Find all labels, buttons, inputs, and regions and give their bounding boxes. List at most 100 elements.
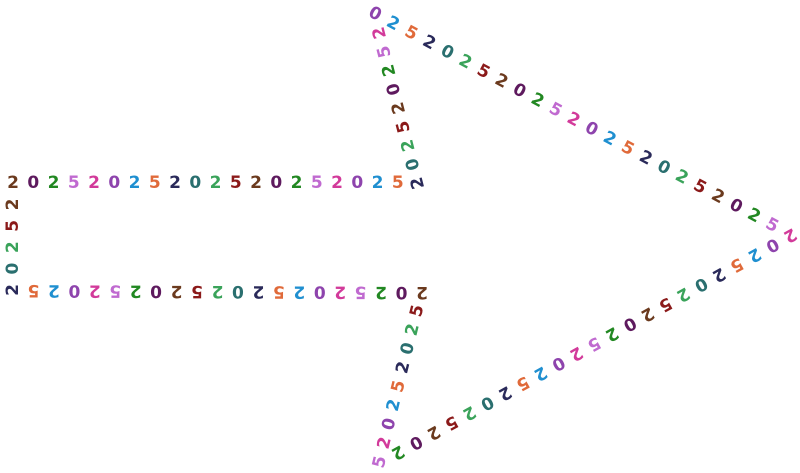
digit-glyph: 2 bbox=[252, 281, 264, 301]
digit-glyph: 2 bbox=[744, 204, 764, 227]
digit-glyph: 5 bbox=[388, 378, 410, 394]
digit-glyph: 2 bbox=[566, 342, 586, 365]
digit-glyph: 2 bbox=[212, 281, 224, 301]
digit-glyph: 2 bbox=[293, 281, 305, 301]
digit-glyph: 2 bbox=[708, 185, 728, 208]
digit-glyph: 2 bbox=[673, 283, 693, 306]
digit-glyph: 0 bbox=[232, 281, 244, 301]
digit-glyph: 0 bbox=[351, 173, 363, 193]
digit-glyph: 2 bbox=[130, 281, 142, 301]
digit-glyph: 2 bbox=[383, 397, 405, 413]
digit-glyph: 2 bbox=[369, 25, 391, 41]
digit-glyph: 5 bbox=[28, 280, 40, 300]
digit-glyph: 5 bbox=[109, 280, 121, 300]
digit-glyph: 0 bbox=[189, 173, 201, 193]
digit-glyph: 5 bbox=[513, 371, 533, 394]
digit-glyph: 2 bbox=[600, 127, 620, 150]
digit-glyph: 5 bbox=[355, 282, 367, 302]
digit-glyph: 0 bbox=[383, 81, 405, 98]
digit-glyph: 2 bbox=[374, 435, 396, 451]
digit-glyph: 2 bbox=[407, 175, 429, 191]
digit-glyph: 2 bbox=[397, 137, 419, 153]
digit-glyph: 2 bbox=[171, 281, 183, 301]
digit-glyph: 0 bbox=[270, 173, 282, 193]
digit-glyph: 5 bbox=[369, 454, 391, 470]
digit-glyph: 2 bbox=[416, 282, 428, 302]
digit-glyph: 5 bbox=[618, 137, 638, 160]
digit-glyph: 5 bbox=[545, 98, 565, 121]
digit-glyph: 2 bbox=[3, 284, 23, 296]
digit-glyph: 2 bbox=[459, 401, 479, 424]
digit-glyph: 5 bbox=[191, 281, 203, 301]
digit-glyph: 5 bbox=[68, 173, 80, 193]
digit-glyph: 5 bbox=[393, 118, 415, 134]
digit-glyph: 2 bbox=[250, 173, 262, 193]
digit-glyph: 0 bbox=[27, 173, 39, 193]
digit-glyph: 0 bbox=[477, 391, 497, 414]
digit-glyph: 0 bbox=[3, 263, 23, 275]
digit-glyph: 2 bbox=[375, 282, 387, 302]
digit-glyph: 5 bbox=[3, 220, 23, 232]
digit-glyph: 2 bbox=[527, 89, 547, 112]
digit-glyph: 0 bbox=[150, 281, 162, 301]
digit-glyph: 2 bbox=[672, 166, 692, 189]
digit-glyph: 2 bbox=[210, 173, 222, 193]
digit-glyph: 5 bbox=[473, 60, 493, 83]
digit-glyph: 0 bbox=[548, 352, 568, 375]
digit-glyph: 2 bbox=[388, 100, 410, 116]
digit-glyph: 0 bbox=[654, 156, 674, 179]
digit-glyph: 0 bbox=[378, 416, 400, 432]
digit-glyph: 5 bbox=[690, 175, 710, 198]
digit-glyph: 5 bbox=[273, 281, 285, 301]
digit-glyph: 5 bbox=[149, 173, 161, 193]
digit-glyph: 5 bbox=[311, 173, 323, 193]
digit-glyph: 0 bbox=[406, 431, 426, 454]
digit-glyph: 0 bbox=[691, 273, 711, 296]
digit-glyph: 2 bbox=[636, 146, 656, 169]
digit-glyph: 0 bbox=[509, 79, 529, 102]
digit-glyph: 0 bbox=[314, 281, 326, 301]
digit-glyph: 5 bbox=[406, 303, 428, 319]
digit-glyph: 2 bbox=[423, 421, 443, 444]
digit-glyph: 0 bbox=[726, 195, 746, 218]
digit-glyph: 2 bbox=[564, 108, 584, 131]
digit-glyph: 5 bbox=[441, 411, 461, 434]
digit-glyph: 5 bbox=[392, 173, 404, 193]
digit-glyph: 2 bbox=[48, 280, 60, 300]
digit-glyph: 2 bbox=[637, 302, 657, 325]
digit-glyph: 2 bbox=[48, 173, 60, 193]
digit-glyph: 0 bbox=[582, 118, 602, 141]
digit-glyph: 0 bbox=[365, 2, 385, 25]
digit-glyph: 2 bbox=[602, 322, 622, 345]
digit-glyph: 2 bbox=[392, 359, 414, 375]
digit-glyph: 2 bbox=[491, 70, 511, 93]
digit-glyph: 5 bbox=[401, 22, 421, 45]
digit-glyph: 5 bbox=[373, 43, 395, 59]
digit-glyph: 2 bbox=[88, 173, 100, 193]
digit-glyph: 0 bbox=[108, 173, 120, 193]
digit-glyph: 2 bbox=[419, 31, 439, 54]
digit-glyph: 5 bbox=[762, 214, 782, 237]
digit-glyph: 0 bbox=[395, 282, 407, 302]
digit-glyph: 2 bbox=[331, 173, 343, 193]
digit-glyph: 5 bbox=[584, 332, 604, 355]
digit-glyph: 0 bbox=[402, 156, 424, 173]
digit-glyph: 0 bbox=[68, 280, 80, 300]
digit-glyph: 0 bbox=[762, 233, 782, 256]
digit-glyph: 2 bbox=[334, 282, 346, 302]
digit-glyph: 2 bbox=[3, 198, 23, 210]
digit-glyph: 2 bbox=[455, 50, 475, 73]
digit-glyph: 2 bbox=[372, 173, 384, 193]
digit-glyph: 2 bbox=[495, 381, 515, 404]
digit-glyph: 2 bbox=[291, 173, 303, 193]
digit-glyph: 5 bbox=[726, 253, 746, 276]
digit-glyph: 2 bbox=[3, 241, 23, 253]
digit-glyph: 5 bbox=[230, 173, 242, 193]
digit-glyph: 2 bbox=[709, 263, 729, 286]
digit-glyph: 0 bbox=[397, 340, 419, 356]
digit-glyph: 2 bbox=[530, 362, 550, 385]
digit-glyph: 2 bbox=[402, 322, 424, 338]
digit-glyph: 2 bbox=[89, 280, 101, 300]
